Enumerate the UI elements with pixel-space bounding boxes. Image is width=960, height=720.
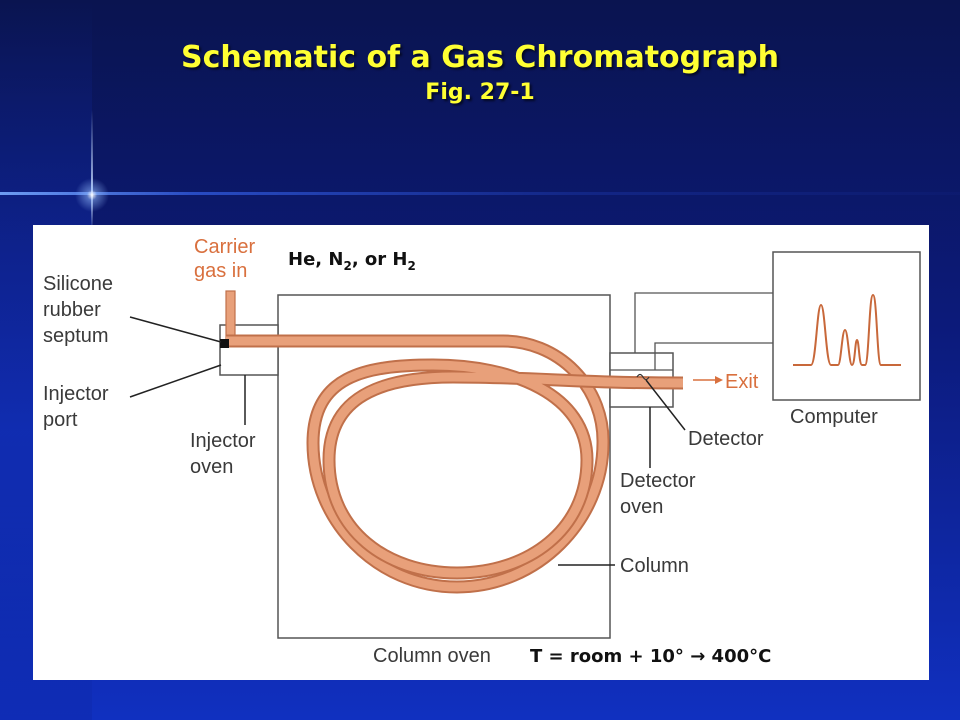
exit-arrow-head <box>715 376 723 384</box>
slide-subtitle: Fig. 27-1 <box>425 80 535 105</box>
slide-title: Schematic of a Gas Chromatograph <box>181 40 779 75</box>
detector-element <box>636 373 650 381</box>
gas-n-subscript: 2 <box>343 259 351 273</box>
gas-middle: , or H <box>352 249 408 270</box>
background-star-flare <box>72 175 112 215</box>
column-label: Column <box>620 555 689 577</box>
gas-prefix: He, N <box>288 249 343 270</box>
gas-composition-label: He, N2, or H2 <box>288 249 416 273</box>
injector-oven-label-line1: Injector <box>190 430 256 452</box>
temperature-label: T = room + 10° → 400°C <box>530 646 771 667</box>
injector-oven-label-line2: oven <box>190 456 233 478</box>
injector-port-leader <box>129 364 222 398</box>
carrier-gas-inlet-pipe <box>225 290 236 342</box>
exit-label: Exit <box>725 371 759 393</box>
column-coil <box>226 336 608 592</box>
detector-oven-label-line1: Detector <box>620 470 696 492</box>
background-vertical-flare <box>91 110 93 230</box>
column-oven-label: Column oven <box>373 645 491 667</box>
injector-port-label-line1: Injector <box>43 383 109 405</box>
septum-label-line1: Silicone <box>43 273 113 295</box>
detector-label: Detector <box>688 428 764 450</box>
detector-wire-lower <box>654 342 773 370</box>
septum-label-line3: septum <box>43 325 109 347</box>
computer-label: Computer <box>790 406 878 428</box>
background-horizontal-flare <box>0 192 960 195</box>
gas-h-subscript: 2 <box>408 259 416 273</box>
computer-box <box>772 251 921 401</box>
septum-leader <box>129 316 222 343</box>
detector-wire-upper <box>634 292 773 353</box>
carrier-gas-label-line1: Carrier <box>194 236 255 258</box>
septum-label-line2: rubber <box>43 299 101 321</box>
column-oven-box <box>277 294 611 639</box>
gas-chromatograph-diagram: Carrier gas in Silicone rubber septum In… <box>43 236 921 667</box>
column-coil-inner <box>324 360 684 578</box>
chromatogram-trace <box>793 293 901 367</box>
carrier-gas-label-line2: gas in <box>194 260 247 282</box>
injector-port-label-line2: port <box>43 409 78 431</box>
septum-block <box>220 339 229 348</box>
detector-oven-label-line2: oven <box>620 496 663 518</box>
detector-leader <box>645 379 686 431</box>
diagram-panel: Carrier gas in Silicone rubber septum In… <box>33 225 929 680</box>
